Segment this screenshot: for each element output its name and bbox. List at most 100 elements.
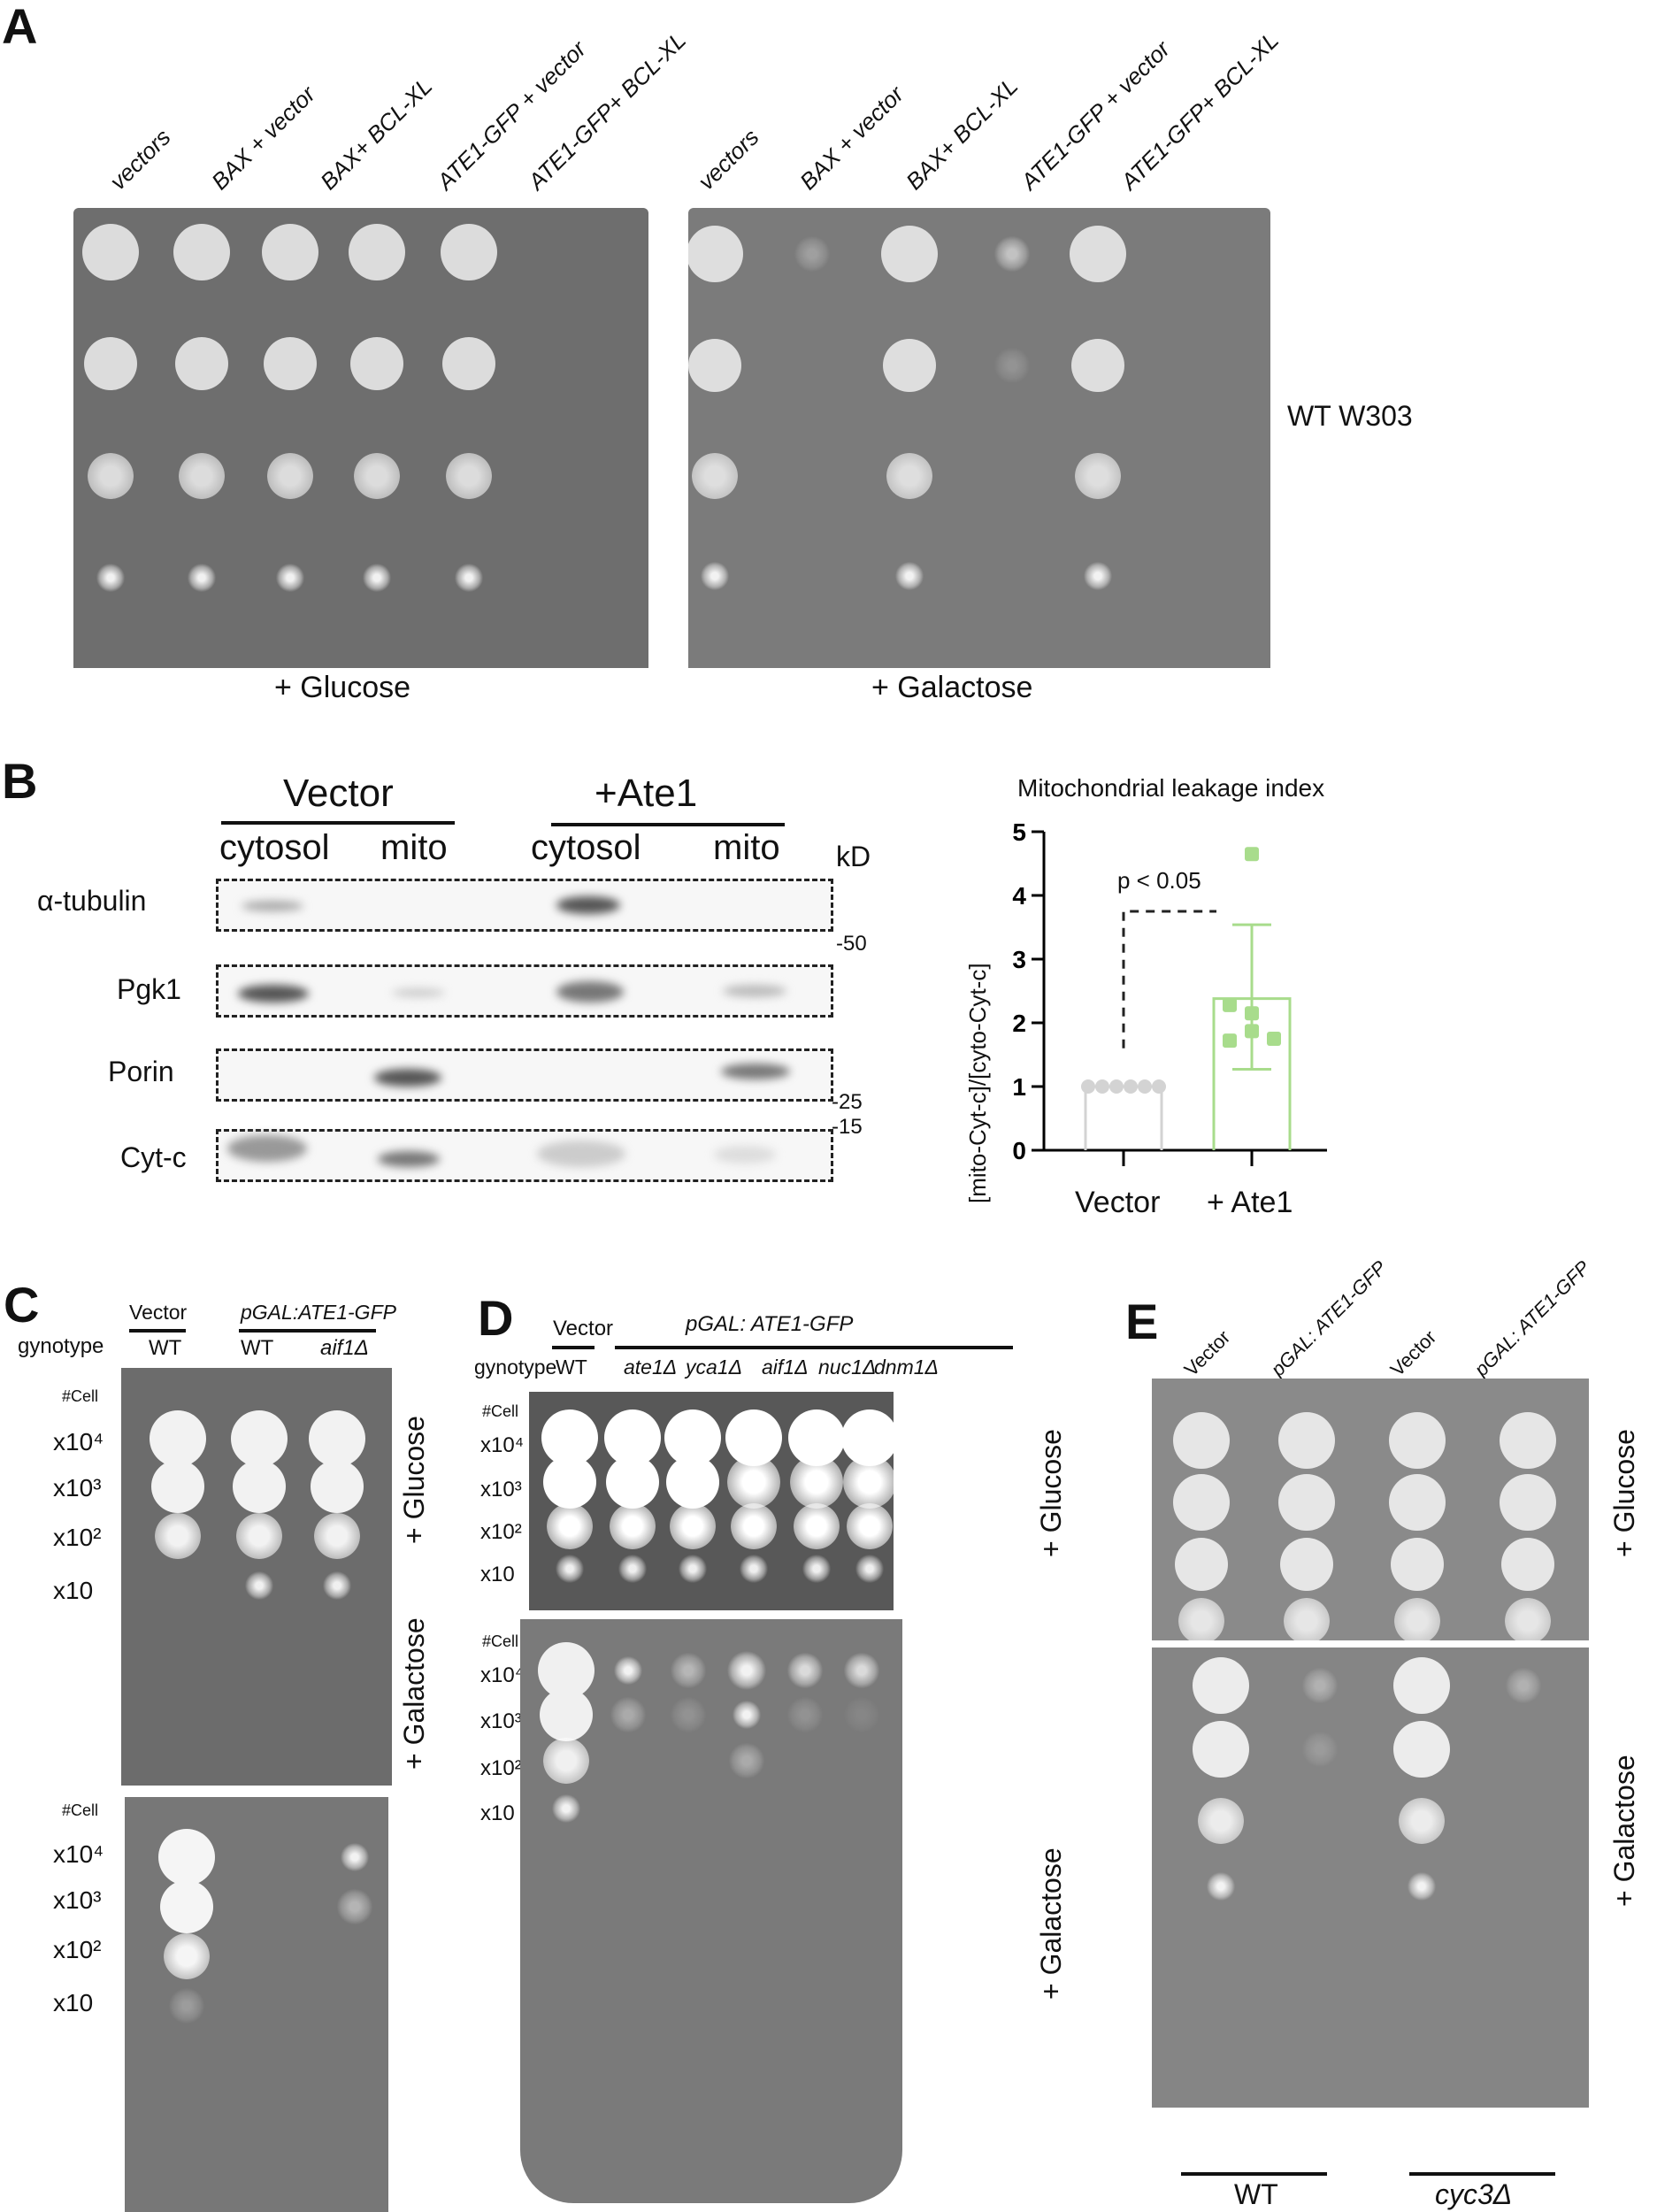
genotype: WT	[556, 1356, 587, 1379]
genotype: nuc1Δ	[818, 1356, 877, 1379]
galactose-caption-d: + Galactose	[1035, 1847, 1067, 2000]
column-label: Vector	[1385, 1325, 1441, 1381]
glucose-plate-d	[529, 1392, 894, 1610]
colony-spot	[991, 344, 1033, 387]
colony-spot	[840, 1649, 883, 1692]
blot-row-label: Cyt-c	[120, 1141, 187, 1173]
data-point	[1223, 1033, 1237, 1048]
panel-letter-b: B	[2, 753, 38, 809]
colony-spot	[273, 561, 307, 595]
genotype: aif1Δ	[320, 1336, 369, 1360]
colony-spot	[883, 339, 936, 392]
group-label: pGAL:ATE1-GFP	[241, 1301, 396, 1324]
colony-spot	[1299, 1728, 1341, 1770]
genotype: ate1Δ	[624, 1356, 678, 1379]
colony-spot	[688, 226, 743, 282]
colony-spot	[616, 1552, 649, 1586]
colony-spot	[175, 337, 228, 390]
group-bar-ate1	[551, 823, 785, 826]
mw-marker: -15	[832, 1115, 863, 1139]
data-point	[1245, 1006, 1259, 1021]
y-tick-label: 5	[1012, 823, 1026, 846]
kd-label: kD	[836, 841, 871, 872]
colony-spot	[94, 561, 127, 595]
glucose-plate-e	[1152, 1379, 1589, 1640]
glucose-plate-c	[121, 1368, 392, 1786]
y-tick-label: 2	[1012, 1010, 1026, 1037]
column-label: BAX + vector	[206, 81, 321, 196]
data-point	[1095, 1079, 1109, 1094]
dilution-label: x10²	[480, 1756, 522, 1780]
colony-spot	[150, 1410, 206, 1467]
band	[714, 1146, 776, 1164]
colony-spot	[991, 233, 1033, 275]
group-bar	[615, 1346, 1013, 1349]
cell-label: #Cell	[62, 1387, 99, 1405]
column-label: vectors	[693, 123, 764, 196]
genotype-label: gynotype	[474, 1356, 557, 1379]
genotype-label: gynotype	[18, 1334, 104, 1358]
chart-y-label: [mito-Cyt-c]/[cyto-Cyt-c]	[964, 963, 991, 1203]
group-label: pGAL: ATE1-GFP	[686, 1312, 854, 1336]
mw-marker: -50	[836, 932, 867, 956]
cell-label: #Cell	[62, 1801, 99, 1819]
colony-spot	[1393, 1721, 1450, 1778]
strain-label-a: WT W303	[1287, 400, 1413, 432]
dilution-label: x10⁴	[480, 1663, 525, 1687]
y-tick-label: 4	[1012, 882, 1026, 910]
colony-spot	[1394, 1598, 1440, 1640]
colony-spot	[611, 1654, 645, 1687]
data-point	[1245, 847, 1259, 862]
colony-spot	[843, 1455, 894, 1509]
colony-spot	[1204, 1870, 1238, 1903]
colony-spot	[790, 1455, 843, 1509]
lane-label: mito	[713, 828, 780, 867]
colony-spot	[666, 1455, 719, 1509]
colony-spot	[1505, 1598, 1551, 1640]
genotype: WT	[149, 1336, 182, 1360]
band	[238, 985, 309, 1002]
colony-spot	[262, 224, 318, 280]
dilution-label: x10	[53, 1577, 94, 1604]
colony-spot	[791, 233, 833, 275]
colony-spot	[1391, 1538, 1444, 1591]
genotype: yca1Δ	[686, 1356, 743, 1379]
band	[374, 1069, 441, 1087]
colony-spot	[267, 453, 313, 499]
blot-row-label: Pgk1	[117, 973, 181, 1005]
genotype: aif1Δ	[762, 1356, 809, 1379]
colony-spot	[794, 1503, 840, 1549]
colony-spot	[1405, 1870, 1438, 1903]
dilution-label: x10²	[53, 1524, 102, 1551]
colony-spot	[1284, 1598, 1330, 1640]
mw-marker: -25	[832, 1090, 863, 1114]
lane-label: mito	[380, 828, 448, 867]
genotype: dnm1Δ	[874, 1356, 939, 1379]
group-label: Vector	[129, 1301, 188, 1324]
glucose-caption-a: + Glucose	[274, 671, 411, 704]
colony-spot	[173, 224, 230, 280]
colony-spot	[179, 453, 225, 499]
data-point	[1245, 1024, 1259, 1039]
colony-spot	[233, 1460, 286, 1513]
data-point	[1152, 1079, 1166, 1094]
colony-spot	[334, 1886, 376, 1928]
colony-spot	[185, 561, 219, 595]
column-label: ATE1-GFP + vector	[432, 35, 592, 196]
column-label: pGAL: ATE1-GFP	[1469, 1256, 1595, 1381]
colony-spot	[446, 453, 492, 499]
colony-spot	[547, 1503, 593, 1549]
galactose-caption-c: + Galactose	[398, 1617, 430, 1770]
colony-spot	[1399, 1798, 1445, 1844]
colony-spot	[847, 1503, 893, 1549]
band	[723, 985, 786, 997]
colony-spot	[452, 561, 486, 595]
colony-spot	[360, 561, 394, 595]
colony-spot	[607, 1694, 649, 1736]
colony-spot	[441, 224, 497, 280]
blot-porin	[216, 1048, 833, 1102]
strain-bar-cyc3	[1409, 2172, 1555, 2176]
colony-spot	[1193, 1721, 1249, 1778]
dilution-label: x10³	[53, 1474, 102, 1502]
